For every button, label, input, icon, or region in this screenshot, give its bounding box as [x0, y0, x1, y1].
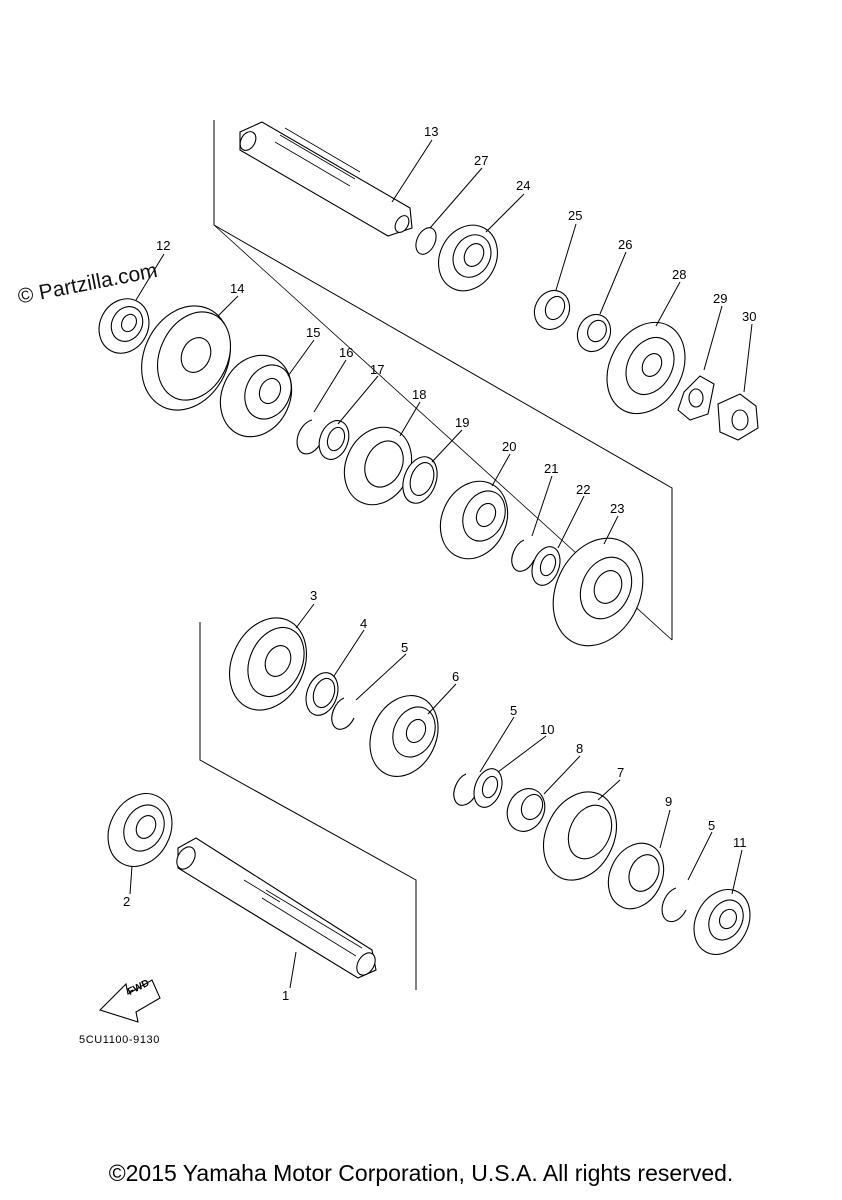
- part-5-circlip-lower: [661, 887, 687, 923]
- part-26-collar: [576, 313, 612, 353]
- fwd-arrow-icon: [98, 979, 161, 1023]
- callout-8: 8: [576, 741, 583, 756]
- callout-30: 30: [742, 309, 756, 324]
- upper-assembly-frame: [213, 120, 673, 640]
- part-20-gear: [439, 480, 509, 560]
- callout-21: 21: [544, 461, 558, 476]
- callout-11: 11: [733, 835, 747, 850]
- callout-4: 4: [360, 616, 367, 631]
- callout-2: 2: [123, 894, 130, 909]
- part-3-gear: [229, 617, 307, 711]
- part-30-nut: [717, 393, 759, 441]
- part-22-washer: [531, 546, 561, 586]
- part-5-circlip-middle: [453, 773, 477, 806]
- part-15-gear: [219, 354, 293, 438]
- callout-20: 20: [502, 439, 516, 454]
- part-5-circlip-upper: [331, 697, 355, 730]
- callout-29: 29: [713, 291, 727, 306]
- part-13-shaft: [239, 121, 413, 237]
- callout-17: 17: [370, 362, 384, 377]
- part-6-gear: [369, 695, 439, 777]
- part-16-circlip: [296, 419, 323, 455]
- callout-19: 19: [455, 415, 469, 430]
- callout-10: 10: [540, 722, 554, 737]
- callout-5-b: 5: [510, 703, 517, 718]
- part-12-bearing: [98, 298, 150, 354]
- callout-15: 15: [306, 325, 320, 340]
- callout-16: 16: [339, 345, 353, 360]
- lower-assembly-frame: [199, 622, 417, 990]
- part-24-bearing: [438, 224, 498, 292]
- callout-12: 12: [156, 238, 170, 253]
- callout-6: 6: [452, 669, 459, 684]
- part-19-washer: [402, 456, 438, 504]
- callout-5-c: 5: [708, 818, 715, 833]
- copyright-notice: ©2015 Yamaha Motor Corporation, U.S.A. A…: [108, 1160, 734, 1186]
- callout-labels: 1 2 3 4 5 5 5 5 6 7 8 9 10 11 12 13 14 1…: [123, 124, 756, 1003]
- part-25-collar: [533, 289, 571, 331]
- callout-27: 27: [474, 153, 488, 168]
- part-1-shaft: [176, 837, 377, 979]
- callout-leaders: [129, 139, 753, 989]
- part-21-circlip: [511, 539, 535, 572]
- part-18-gear: [343, 426, 413, 506]
- part-4-washer: [305, 672, 339, 716]
- callout-26: 26: [618, 237, 632, 252]
- callout-5-a: 5: [401, 640, 408, 655]
- callout-7: 7: [617, 765, 624, 780]
- part-23-gear: [552, 537, 644, 647]
- part-10-washer: [473, 768, 503, 808]
- part-11-bearing: [693, 889, 751, 955]
- part-17-washer: [318, 420, 350, 460]
- callout-28: 28: [672, 267, 686, 282]
- callout-13: 13: [424, 124, 438, 139]
- callout-1: 1: [282, 988, 289, 1003]
- callout-14: 14: [230, 281, 244, 296]
- callout-23: 23: [610, 501, 624, 516]
- part-27-o-ring: [415, 227, 437, 255]
- callout-3: 3: [310, 588, 317, 603]
- diagram-code: 5CU1100-9130: [79, 1034, 160, 1046]
- part-8-bushing: [506, 788, 546, 832]
- part-9-gear: [607, 842, 665, 910]
- callout-18: 18: [412, 387, 426, 402]
- part-7-gear: [543, 791, 617, 881]
- part-29-lock-washer: [677, 375, 715, 421]
- part-2-bearing: [107, 793, 173, 867]
- part-14-gear: [141, 305, 231, 411]
- callout-9: 9: [665, 794, 672, 809]
- callout-24: 24: [516, 178, 530, 193]
- callout-25: 25: [568, 208, 582, 223]
- part-28-sprocket: [606, 321, 686, 415]
- callout-22: 22: [576, 482, 590, 497]
